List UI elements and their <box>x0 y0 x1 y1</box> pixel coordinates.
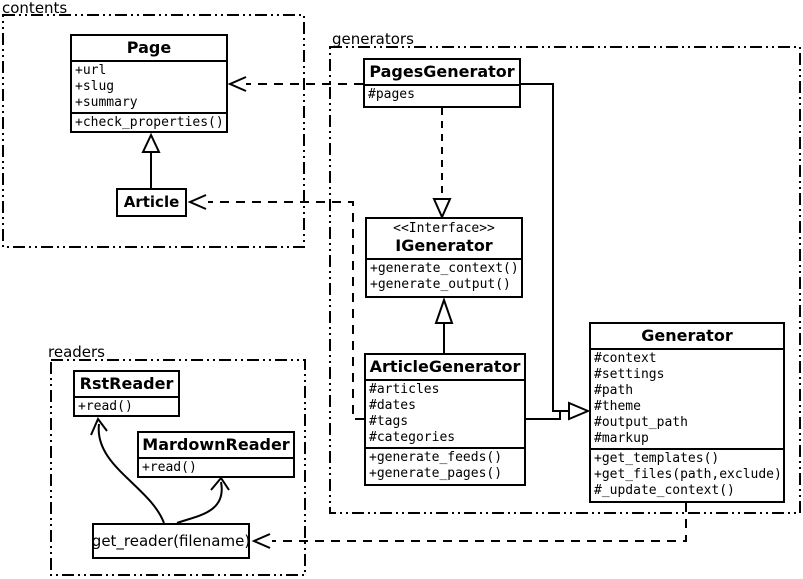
class-title: MardownReader <box>142 435 290 454</box>
method: +read() <box>78 399 133 414</box>
arrow-getreader-to-mardownreader <box>176 476 230 524</box>
attribute: +slug <box>75 79 115 94</box>
methods-compartment: +get_templates() +get_files(path,exclude… <box>591 448 783 500</box>
class-title: Page <box>126 38 172 57</box>
class-mardownreader: MardownReader +read() <box>137 431 295 478</box>
attribute: #pages <box>368 87 415 102</box>
attributes-compartment: #articles #dates #tags #categories <box>366 379 524 447</box>
attribute: #markup <box>594 431 649 446</box>
class-title: PagesGenerator <box>369 62 515 81</box>
attribute: #settings <box>594 367 665 382</box>
class-pagesgenerator: PagesGenerator #pages <box>363 58 521 108</box>
methods-compartment: +generate_context() +generate_output() <box>367 258 521 294</box>
package-border-contents <box>2 14 305 248</box>
generalization-article-to-page <box>141 132 161 188</box>
dependency-articlegenerator-to-article <box>187 194 364 420</box>
class-igenerator: <<Interface>> IGenerator +generate_conte… <box>365 217 523 298</box>
method: +generate_pages() <box>369 466 503 481</box>
function-box-get-reader: get_reader(filename) <box>92 523 250 559</box>
arrow-getreader-to-rstreader <box>90 417 165 524</box>
class-title: RstReader <box>79 374 174 393</box>
method: +get_templates() <box>594 451 720 466</box>
attribute: #tags <box>369 414 409 429</box>
attribute: +url <box>75 63 107 78</box>
attribute: #dates <box>369 398 416 413</box>
attribute: #articles <box>369 382 440 397</box>
class-title: Article <box>123 193 180 211</box>
attributes-compartment: #context #settings #path #theme #output_… <box>591 348 783 448</box>
class-title: Generator <box>641 326 733 345</box>
attribute: #theme <box>594 399 641 414</box>
attributes-compartment: #pages <box>365 84 519 104</box>
package-border-generators <box>329 46 801 514</box>
methods-compartment: +check_properties() <box>72 112 226 131</box>
method: +generate_output() <box>370 277 511 292</box>
package-label-contents: contents <box>2 0 68 17</box>
method: +generate_context() <box>370 261 519 276</box>
method: +get_files(path,exclude) <box>594 467 782 482</box>
package-label-generators: generators <box>332 30 414 48</box>
class-articlegenerator: ArticleGenerator #articles #dates #tags … <box>364 353 526 486</box>
methods-compartment: +read() <box>75 396 178 415</box>
generalization-articlegenerator-to-generator <box>526 401 591 421</box>
attributes-compartment: +url +slug +summary <box>72 60 226 112</box>
attribute: #categories <box>369 430 456 445</box>
attribute: +summary <box>75 95 138 110</box>
class-article: Article <box>116 188 187 217</box>
dependency-pagesgenerator-to-page <box>227 76 363 92</box>
class-title: <<Interface>> IGenerator <box>367 219 521 258</box>
realization-pagesgenerator-to-igenerator <box>432 108 452 220</box>
attribute: #output_path <box>594 415 688 430</box>
method: +check_properties() <box>75 115 224 130</box>
method: +read() <box>142 460 197 475</box>
class-rstreader: RstReader +read() <box>73 370 180 417</box>
attribute: #path <box>594 383 634 398</box>
class-generator: Generator #context #settings #path #them… <box>589 322 785 503</box>
class-title: ArticleGenerator <box>369 357 521 376</box>
package-border-readers <box>50 359 306 576</box>
package-label-readers: readers <box>48 343 105 361</box>
dependency-generator-to-getreader <box>251 503 687 549</box>
attribute: #context <box>594 351 657 366</box>
stereotype-label: <<Interface>> <box>393 221 495 236</box>
method: #_update_context() <box>594 483 735 498</box>
methods-compartment: +generate_feeds() +generate_pages() <box>366 447 524 483</box>
method: +generate_feeds() <box>369 450 503 465</box>
class-page: Page +url +slug +summary +check_properti… <box>70 34 228 133</box>
generalization-articlegenerator-to-igenerator <box>434 296 454 353</box>
class-title-text: IGenerator <box>395 236 493 255</box>
methods-compartment: +read() <box>139 457 293 476</box>
generalization-pagesgenerator-to-generator <box>520 83 568 412</box>
